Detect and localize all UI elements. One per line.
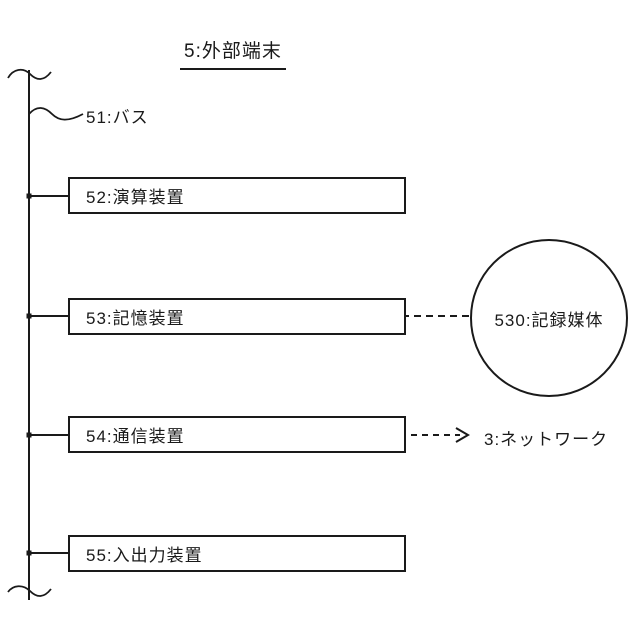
box-arithmetic-unit: 52:演算装置 (68, 177, 406, 214)
circle-label: 530:記録媒体 (494, 310, 604, 330)
network-arrowhead-right-icon (455, 427, 470, 443)
bus-break-bottom-icon (7, 585, 52, 597)
box-label: 52:演算装置 (86, 188, 185, 207)
bus-junction-dot (26, 313, 32, 319)
diagram-title: 5:外部端末 (180, 36, 286, 70)
network-label: 3:ネットワーク (484, 430, 609, 449)
box-label: 55:入出力装置 (86, 546, 203, 565)
bus-junction-dot (26, 432, 32, 438)
bus-label: 51:バス (86, 108, 149, 127)
box-label: 54:通信装置 (86, 427, 185, 446)
box-storage-device: 53:記憶装置 (68, 298, 406, 335)
box-label: 53:記憶装置 (86, 309, 185, 328)
box-communication-device: 54:通信装置 (68, 416, 406, 453)
bus-break-top-icon (7, 68, 52, 80)
bus-junction-dot (26, 193, 32, 199)
box-io-device: 55:入出力装置 (68, 535, 406, 572)
bus-junction-dot (26, 550, 32, 556)
bus-leader-line (28, 107, 84, 121)
recording-medium-circle: 530:記録媒体 (470, 239, 628, 397)
